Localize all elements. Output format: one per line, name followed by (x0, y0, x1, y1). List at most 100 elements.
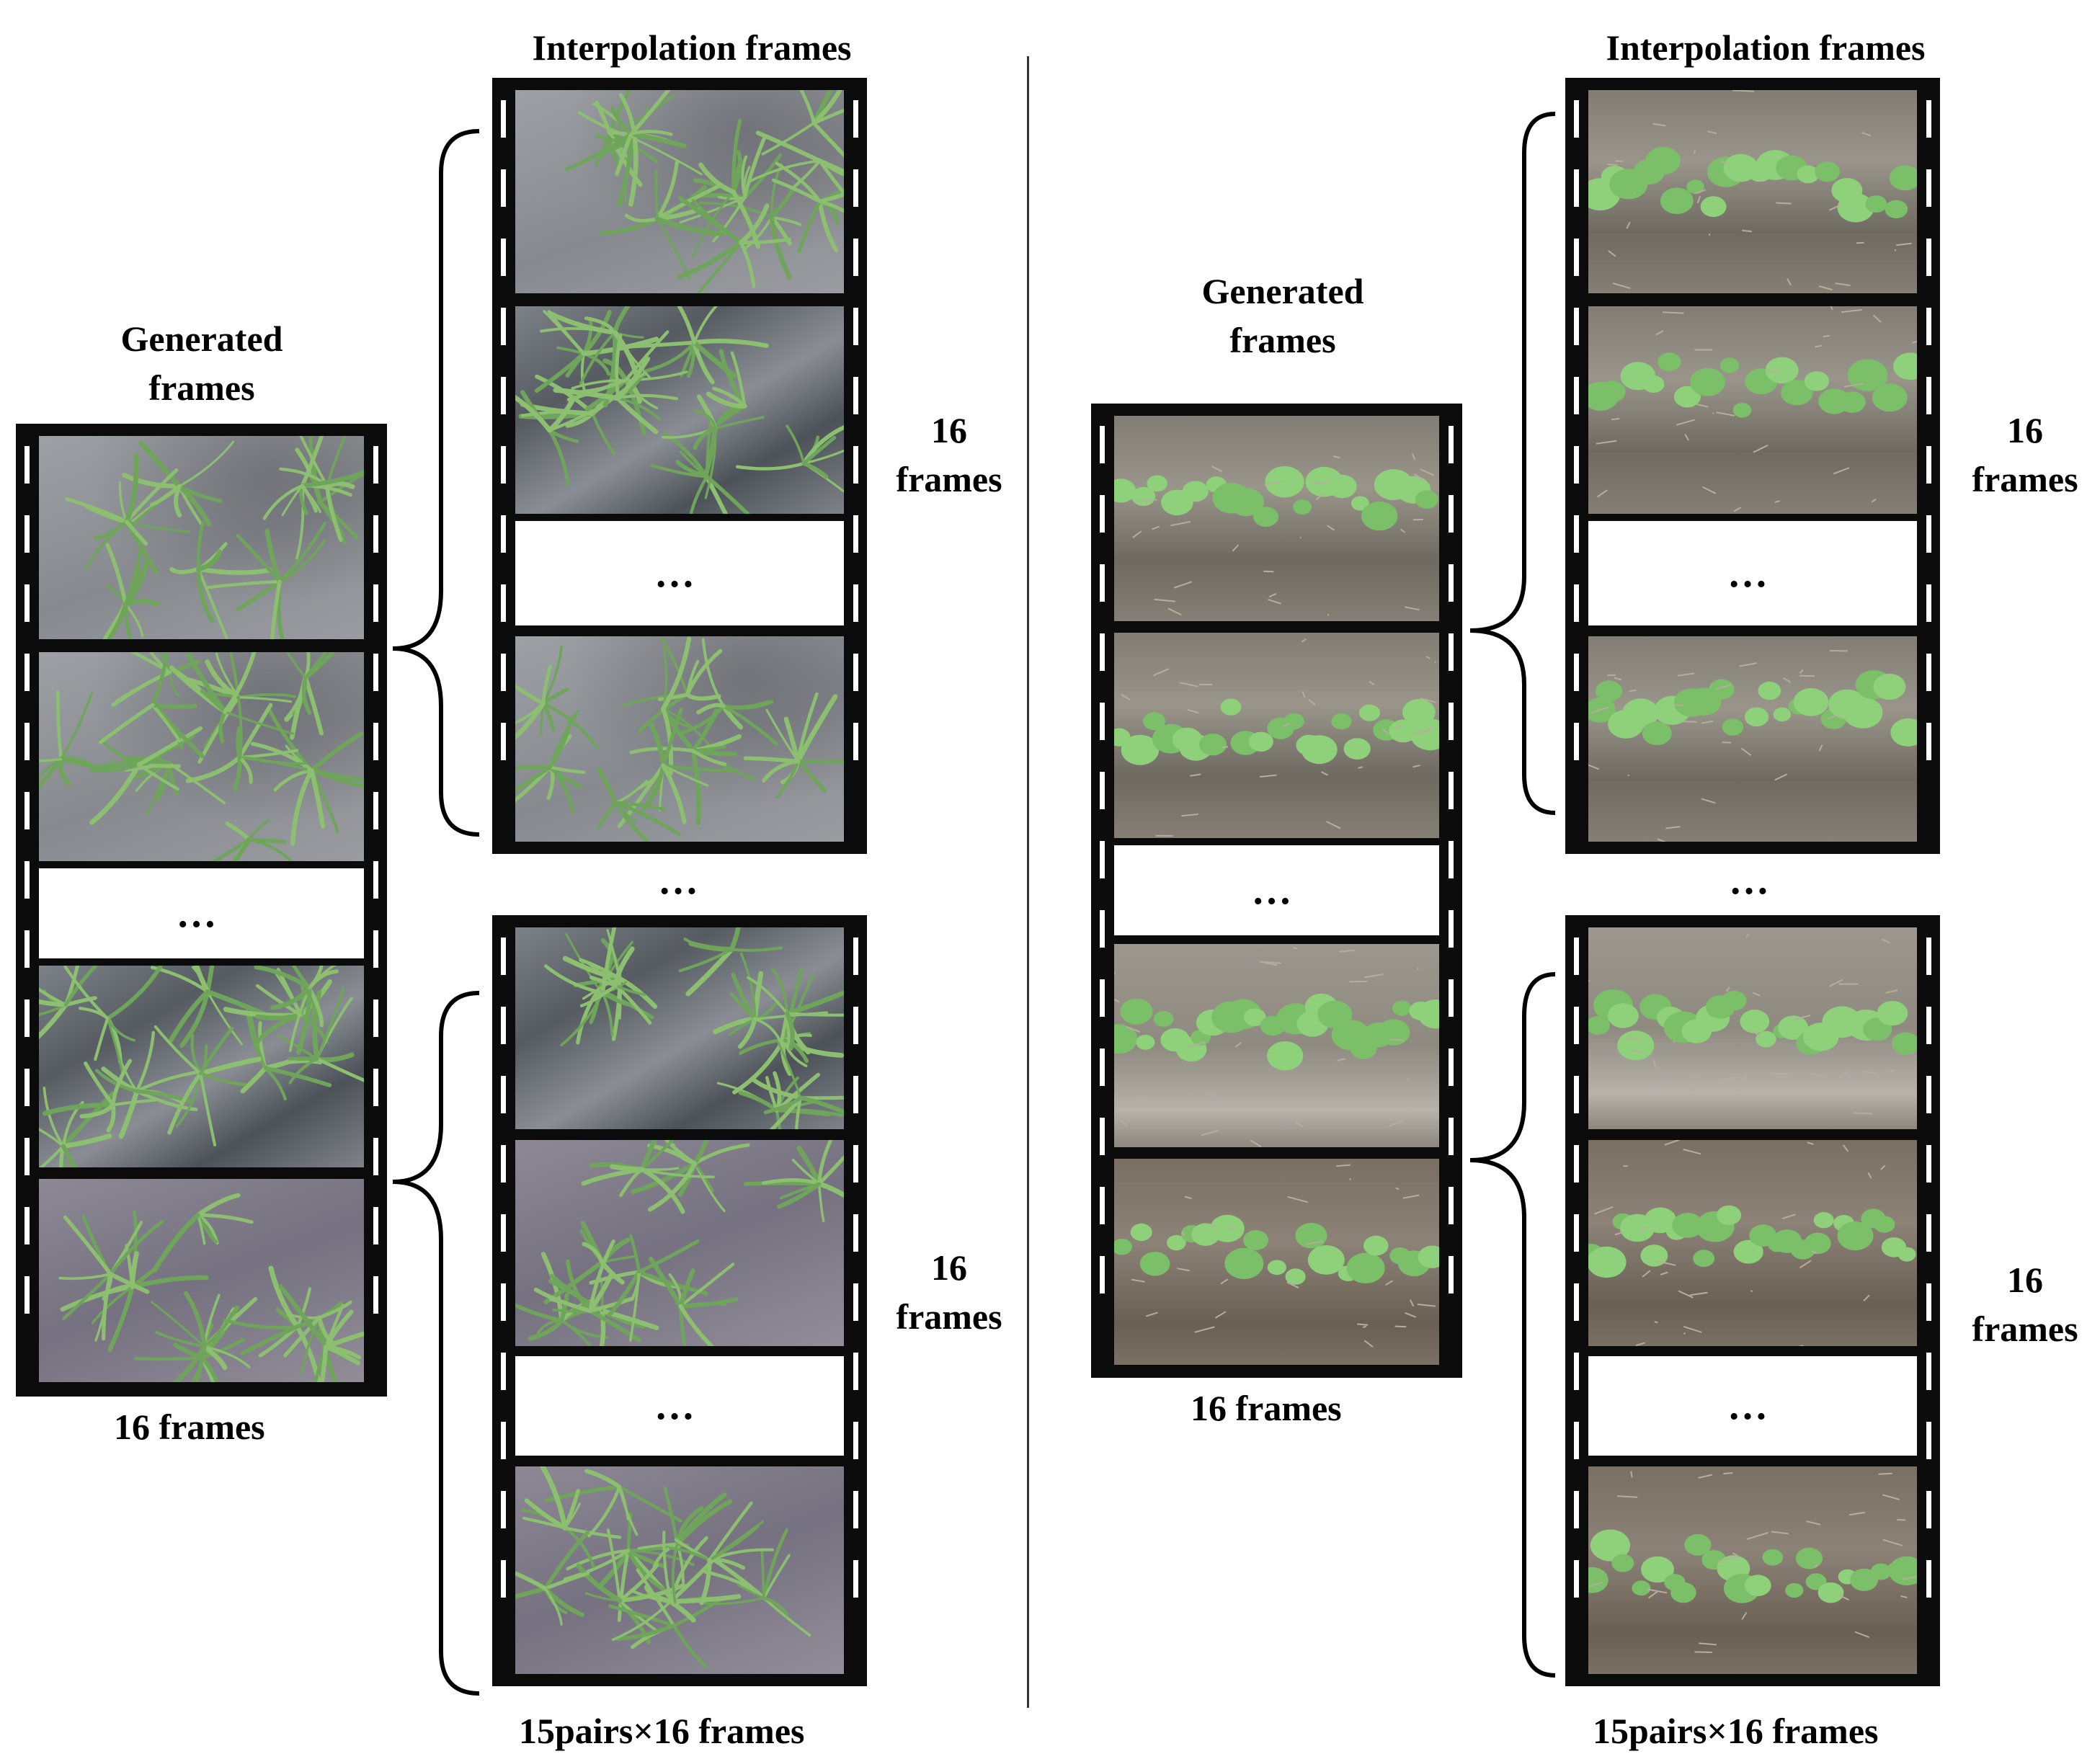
right-brace-top (1469, 112, 1556, 815)
film-sprocket-hole (22, 790, 32, 832)
rice-leaf (223, 1318, 299, 1330)
rice-leaf (315, 987, 345, 1061)
rice-leaf (587, 1309, 641, 1342)
film-sprocket-hole (1924, 1420, 1934, 1461)
straw-residue (1119, 1120, 1128, 1126)
rice-leaf (107, 1284, 135, 1352)
right-generated-ellipsis-text: … (1251, 868, 1302, 913)
film-sprocket-hole (371, 1205, 381, 1247)
rice-leaf (731, 118, 742, 195)
rice-leaf (747, 159, 822, 184)
rice-leaf (613, 946, 635, 988)
rice-leaf (539, 1466, 568, 1531)
rice-leaf (601, 991, 614, 1037)
film-sprocket-hole (851, 513, 860, 555)
rice-leaf (796, 692, 819, 763)
right-generated-label-line2: frames (1229, 320, 1336, 360)
rice-leaf (199, 1072, 247, 1087)
rice-leaf (196, 566, 272, 575)
rice-leaf (630, 1589, 672, 1603)
film-sprocket-hole (1098, 631, 1107, 673)
film-sprocket-hole (1572, 236, 1581, 278)
rice-leaf (702, 1597, 765, 1606)
bean-leaf (1267, 1041, 1304, 1071)
rice-leaf (735, 461, 806, 471)
straw-residue (1693, 150, 1696, 154)
rice-leaf (743, 1181, 822, 1186)
rice-leaf (755, 130, 822, 164)
straw-residue (1701, 720, 1714, 724)
bean-leaf (1870, 1563, 1892, 1580)
straw-residue (1311, 481, 1330, 484)
left-interp-top-ellipsis: … (515, 521, 844, 625)
film-sprocket-hole (499, 582, 508, 624)
film-sprocket-hole (1924, 1489, 1934, 1531)
rice-leaf (546, 765, 555, 801)
film-sprocket-hole (1572, 375, 1581, 417)
bean-leaf (1765, 357, 1799, 384)
straw-residue (1187, 708, 1199, 714)
bean-leaf (1793, 687, 1829, 716)
rice-leaf (701, 638, 725, 708)
rice-leaf (281, 484, 304, 517)
rice-leaf (278, 1284, 329, 1349)
rice-leaf (541, 701, 555, 732)
rice-leaf (552, 1308, 604, 1314)
rice-leaf (195, 1213, 254, 1224)
film-sprocket-hole (1446, 700, 1456, 742)
straw-residue (1911, 340, 1917, 344)
rice-leaf (541, 701, 599, 749)
bean-leaf (1813, 1212, 1834, 1229)
straw-residue (1871, 498, 1877, 503)
film-sprocket-hole (499, 1281, 508, 1323)
film-sprocket-hole (1924, 935, 1934, 977)
film-sprocket-hole (1924, 236, 1934, 278)
rice-leaf (771, 178, 822, 204)
rice-leaf (817, 192, 844, 204)
rice-leaf (762, 1596, 811, 1637)
rice-leaf (79, 1103, 115, 1119)
left-generated-label-line2: frames (148, 368, 255, 408)
bean-leaf (1590, 1529, 1630, 1562)
straw-residue (1612, 282, 1631, 289)
rice-leaf (515, 700, 546, 741)
straw-residue (1190, 773, 1201, 777)
right-interp-filmstrip-bottom: … (1565, 915, 1940, 1686)
bean-leaf (1744, 707, 1769, 727)
rice-leaf (661, 763, 687, 824)
straw-residue (1302, 690, 1306, 698)
rice-leaf (608, 131, 658, 163)
straw-residue (1268, 592, 1277, 598)
rice-leaf (637, 1542, 679, 1550)
straw-residue (1316, 491, 1325, 501)
bean-leaf (1773, 707, 1792, 722)
straw-residue (1823, 334, 1830, 338)
left-generated-ellipsis: … (39, 868, 364, 958)
film-sprocket-hole (22, 1066, 32, 1108)
rice-leaf (223, 1007, 303, 1018)
rice-leaf (817, 199, 844, 213)
rice-leaf (84, 520, 128, 571)
straw-residue (1774, 500, 1780, 503)
straw-residue (1691, 1076, 1697, 1079)
film-sprocket-hole (1924, 1074, 1934, 1115)
straw-residue (1153, 668, 1170, 677)
film-sprocket-hole (1924, 1143, 1934, 1185)
rice-leaf (62, 1272, 112, 1320)
rice-leaf (794, 1096, 802, 1129)
rice-leaf (122, 473, 182, 489)
bean-leaf (1265, 466, 1304, 498)
straw-residue (1152, 525, 1160, 530)
rice-leaf (135, 1089, 198, 1112)
rice-leaf (254, 966, 312, 991)
rice-leaf (92, 1286, 133, 1324)
straw-residue (1358, 766, 1363, 770)
rice-leaf (179, 989, 210, 1048)
rice-leaf (150, 1301, 206, 1348)
straw-residue (1741, 1611, 1748, 1621)
rice-leaf (801, 461, 829, 479)
film-sprocket-hole (1098, 424, 1107, 466)
bean-leaf (1343, 738, 1371, 760)
plant-texture (564, 90, 844, 293)
